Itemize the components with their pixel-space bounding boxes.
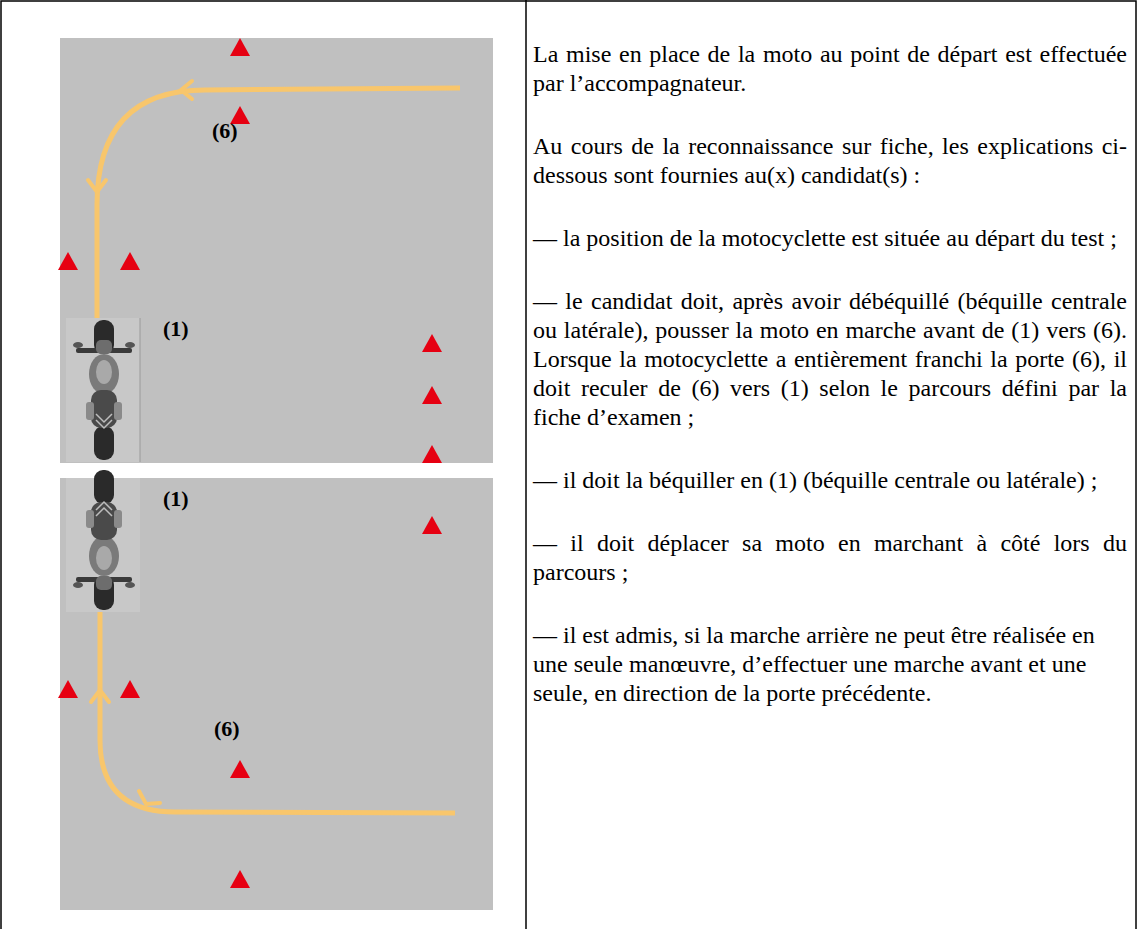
track-panel [60, 38, 493, 463]
instruction-paragraph: Au cours de la reconnaissance sur fiche,… [533, 132, 1127, 190]
motorcycle-frame [66, 318, 140, 462]
instruction-paragraph: La mise en place de la moto au point de … [533, 40, 1127, 98]
cone-marker [58, 38, 442, 888]
route-path [97, 88, 460, 318]
callout-number: (6) [214, 716, 240, 742]
column-rule [525, 0, 527, 929]
instruction-paragraph: — le candidat doit, après avoir débéquil… [533, 287, 1127, 432]
instructions-column: La mise en place de la moto au point de … [533, 40, 1127, 708]
instruction-paragraph: — il doit déplacer sa moto en marchant à… [533, 529, 1127, 587]
callout-number: (1) [163, 316, 189, 342]
callout-number: (6) [212, 118, 238, 144]
instruction-paragraph: — il doit la béquiller en (1) (béquille … [533, 466, 1127, 495]
instruction-paragraph: — la position de la motocyclette est sit… [533, 224, 1127, 253]
motorcycle-frame [140, 318, 141, 462]
instruction-paragraph: — il est admis, si la marche arrière ne … [533, 621, 1127, 708]
callout-number: (1) [163, 486, 189, 512]
route-path [100, 612, 455, 813]
track-panel [60, 478, 493, 910]
